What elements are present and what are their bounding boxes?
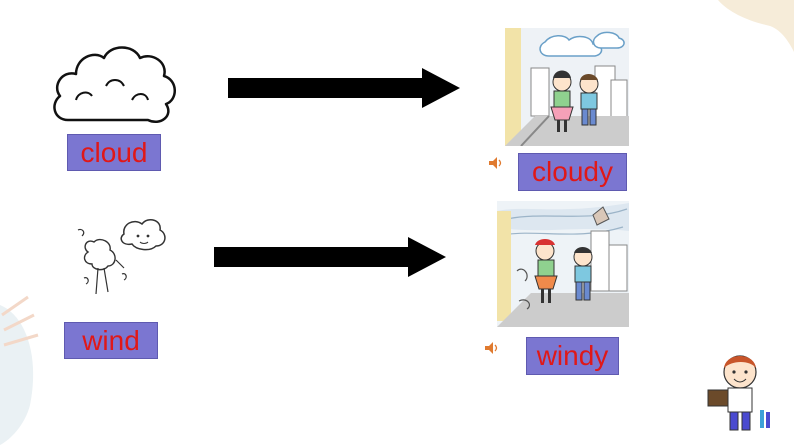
derived-word-text: cloudy bbox=[532, 156, 613, 187]
arrow-right-icon bbox=[214, 237, 446, 277]
arrow-right-icon bbox=[228, 68, 460, 108]
base-word-label: wind bbox=[64, 322, 158, 359]
derived-word-label: windy bbox=[526, 337, 619, 375]
cloudy-scene-illustration bbox=[505, 28, 629, 146]
base-word-text: cloud bbox=[80, 136, 148, 168]
speaker-icon[interactable] bbox=[484, 341, 500, 355]
base-word-label: cloud bbox=[67, 134, 161, 171]
speaker-icon[interactable] bbox=[488, 156, 504, 170]
corner-decoration bbox=[718, 0, 794, 52]
cloud-icon bbox=[53, 46, 176, 123]
leaf-decoration bbox=[0, 295, 39, 445]
boy-reading-icon bbox=[707, 355, 770, 431]
derived-word-label: cloudy bbox=[518, 153, 627, 191]
windy-scene-illustration bbox=[497, 201, 629, 327]
wind-icon bbox=[77, 219, 166, 295]
derived-word-text: windy bbox=[536, 340, 609, 371]
base-word-text: wind bbox=[82, 324, 140, 356]
